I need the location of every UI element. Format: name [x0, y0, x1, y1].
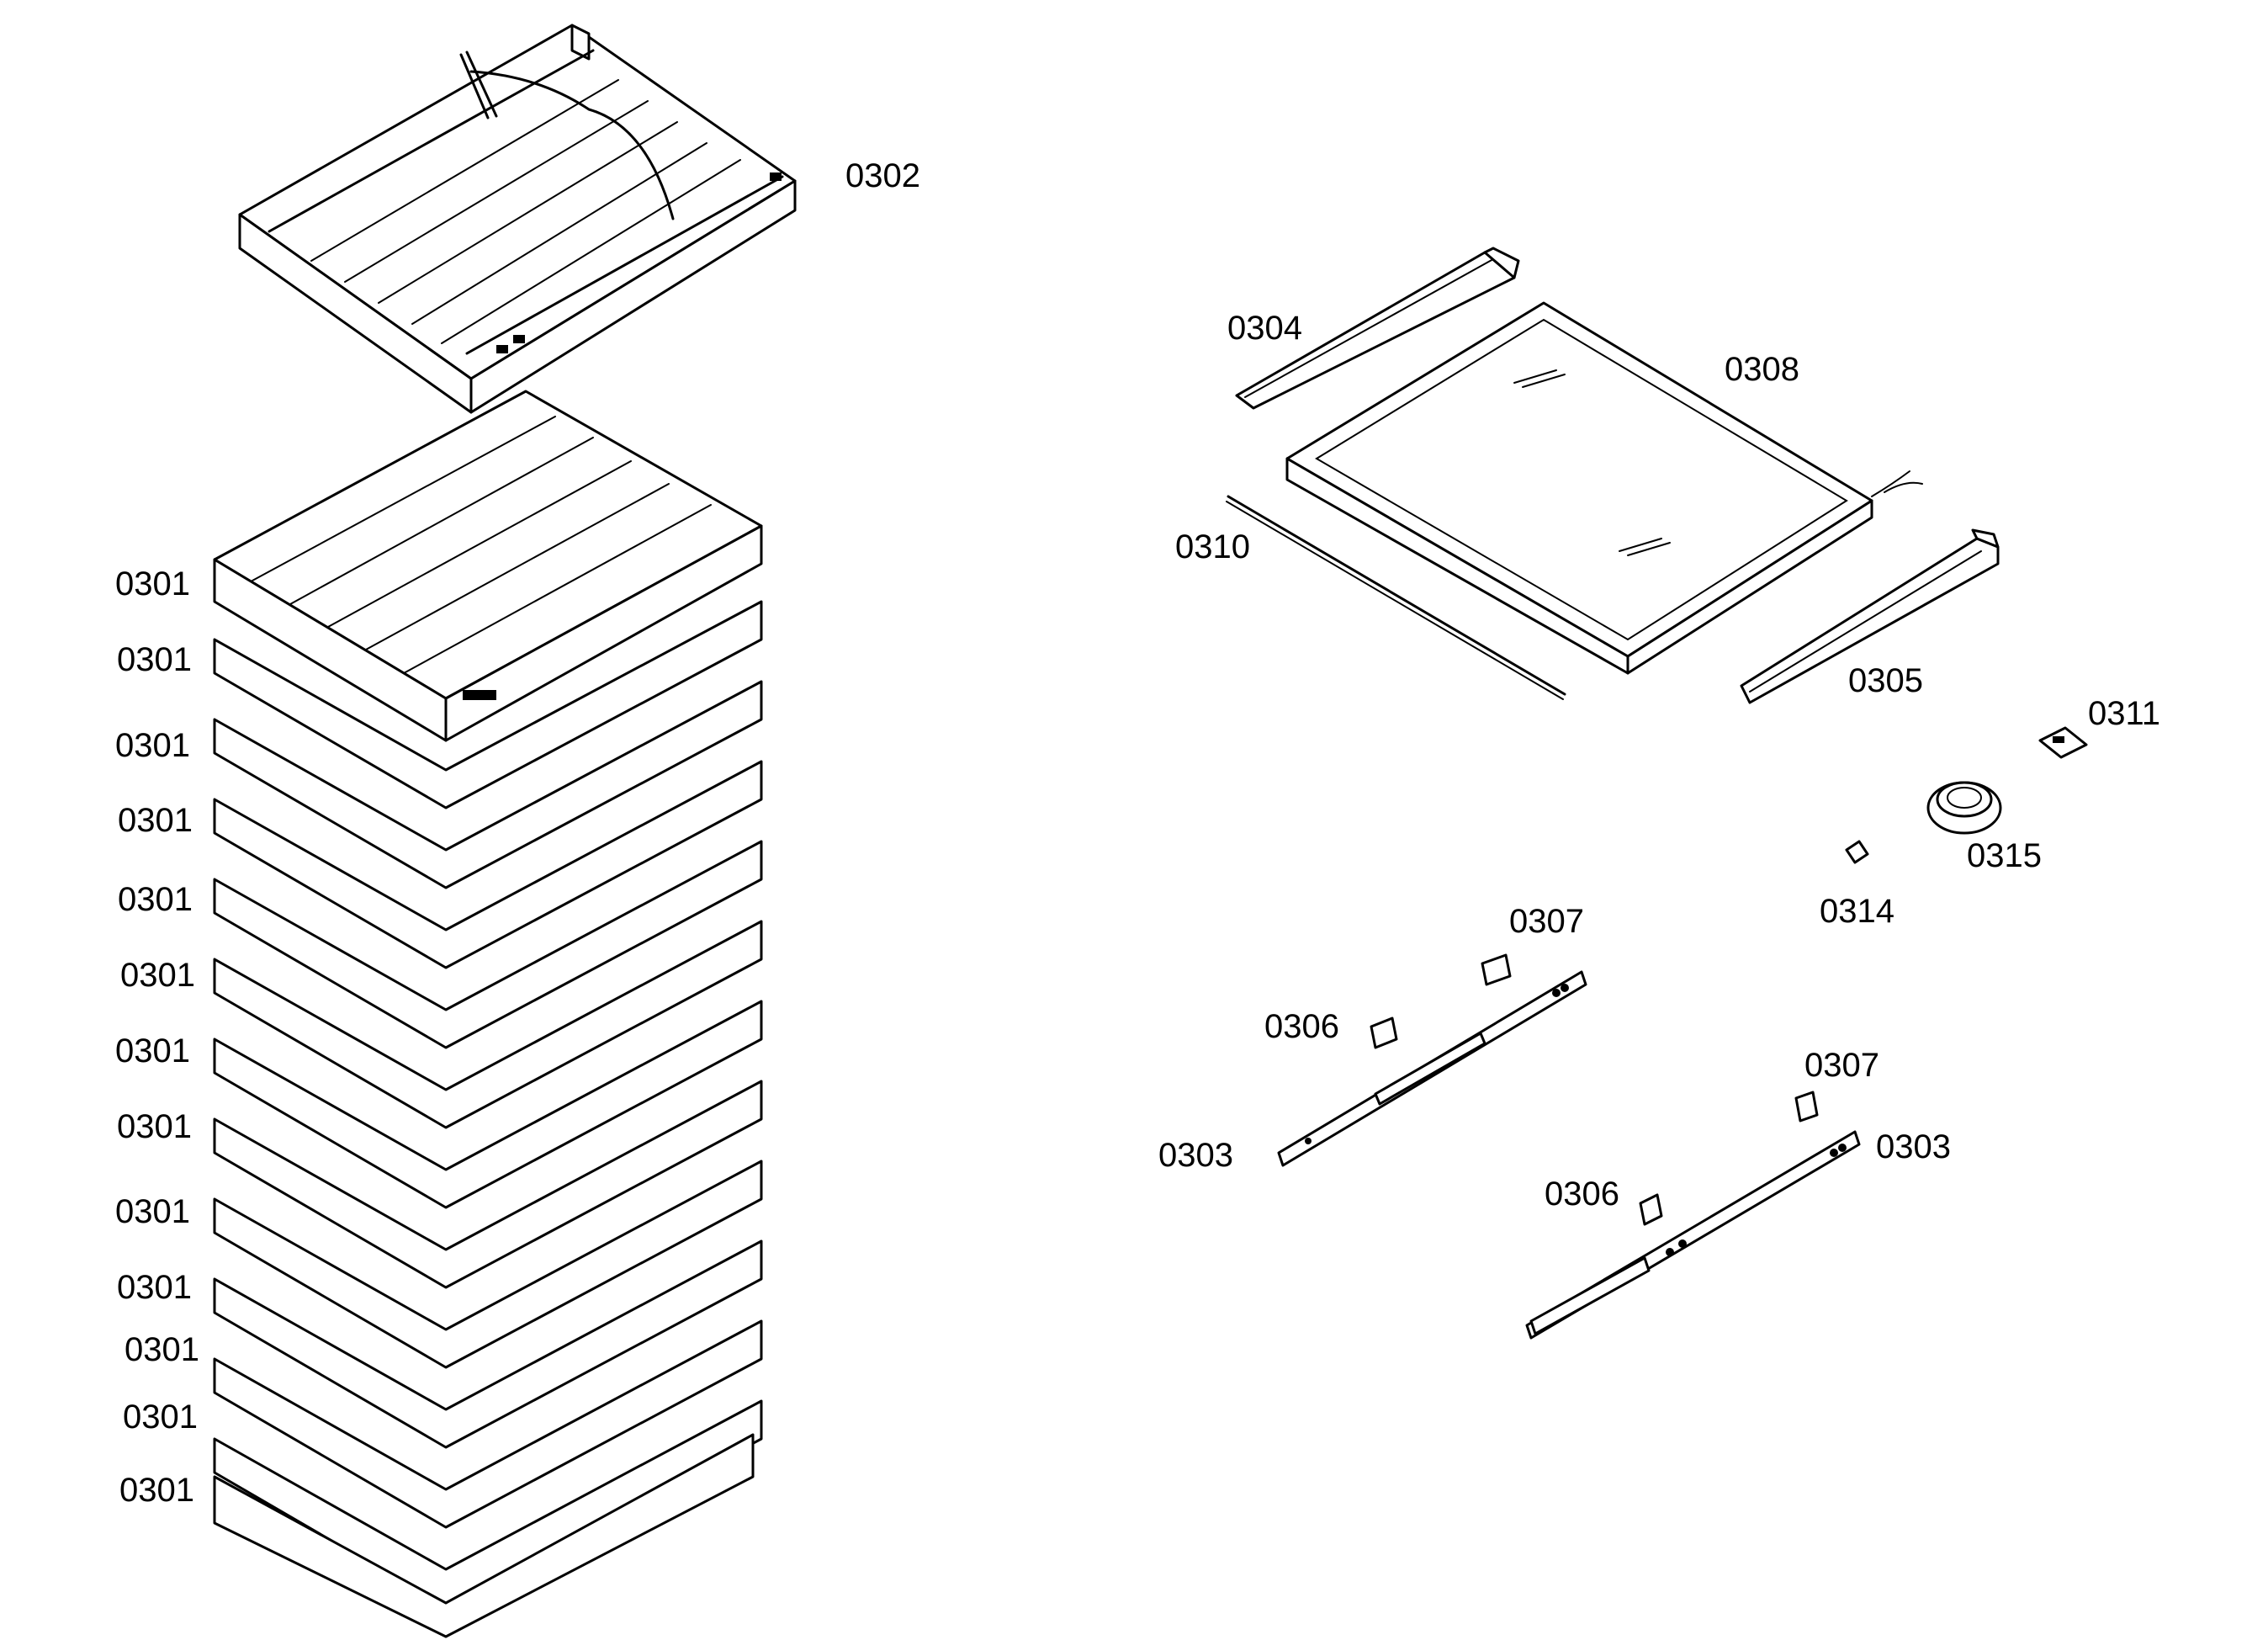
- rod-0310-drawing: [1226, 495, 1566, 700]
- label-0301: 0301: [115, 1032, 190, 1069]
- slide-rail-upper-drawing: [1277, 970, 1587, 1167]
- label-0301: 0301: [117, 1108, 192, 1145]
- glass-shelf-drawing: [1285, 301, 1923, 675]
- clip-0307-b-drawing: [1794, 1091, 1819, 1123]
- shelf-stack-drawing: [213, 390, 763, 1638]
- clip-0307-a-drawing: [1481, 953, 1512, 986]
- shelf-repeat: [213, 600, 763, 1638]
- top-wine-shelf-drawing: [238, 24, 797, 414]
- label-0301: 0301: [125, 1331, 199, 1368]
- label-0301: 0301: [115, 1193, 190, 1230]
- part-0315-drawing: [1926, 781, 2002, 835]
- label-0306: 0306: [1264, 1008, 1339, 1045]
- label-0302: 0302: [845, 157, 920, 194]
- label-0311: 0311: [2088, 695, 2160, 732]
- part-0314-drawing: [1845, 840, 1869, 864]
- shelf-1: [213, 390, 763, 742]
- label-0301: 0301: [117, 641, 192, 678]
- label-0307: 0307: [1509, 903, 1584, 940]
- label-0310: 0310: [1175, 528, 1250, 565]
- part-0311-drawing: [2038, 726, 2088, 759]
- label-0308: 0308: [1725, 351, 1799, 388]
- slide-rail-lower-drawing: [1525, 1130, 1861, 1340]
- label-0301: 0301: [118, 802, 193, 839]
- label-0303: 0303: [1876, 1128, 1951, 1165]
- label-0315: 0315: [1967, 837, 2042, 874]
- label-0301: 0301: [118, 881, 193, 918]
- side-rail-0305-drawing: [1740, 528, 2000, 704]
- label-0301: 0301: [120, 957, 195, 994]
- label-0301: 0301: [119, 1472, 194, 1509]
- part-labels: 0302 0301 0301 0301 0301 0301 0301 0301 …: [115, 157, 2160, 1509]
- clip-0306-b-drawing: [1639, 1193, 1663, 1226]
- side-rail-0304-drawing: [1235, 247, 1520, 410]
- label-0305: 0305: [1848, 662, 1923, 699]
- label-0307: 0307: [1804, 1047, 1879, 1084]
- label-0301: 0301: [115, 565, 190, 602]
- clip-0306-a-drawing: [1370, 1016, 1398, 1049]
- label-0314: 0314: [1820, 893, 1894, 930]
- label-0301: 0301: [115, 727, 190, 764]
- label-0304: 0304: [1227, 310, 1302, 347]
- label-0303: 0303: [1158, 1137, 1233, 1174]
- label-0306: 0306: [1545, 1176, 1619, 1213]
- label-0301: 0301: [117, 1269, 192, 1306]
- label-0301: 0301: [123, 1399, 198, 1436]
